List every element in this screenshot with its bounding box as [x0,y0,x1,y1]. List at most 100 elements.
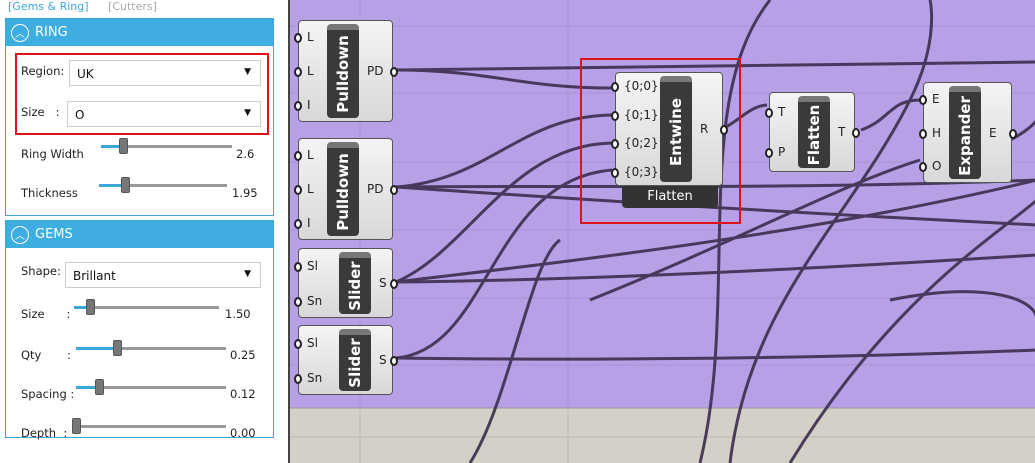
input-param: Sn [307,370,323,385]
input-grip[interactable] [294,296,302,307]
input-grip[interactable] [611,167,619,178]
wire [395,141,613,284]
wire [395,178,1035,284]
wires [395,0,1035,463]
gem-slider-value: 1.50 [225,307,251,321]
wire [468,238,561,463]
input-param: I [307,98,311,112]
gem-slider[interactable] [72,418,226,434]
component-nickname: Entwine [660,76,692,182]
gem-slider[interactable] [74,299,219,315]
gem-slider-label: Size : [21,307,71,321]
input-grip[interactable] [611,110,619,121]
input-param: {0;1} [624,107,659,122]
wire [395,253,1035,284]
input-grip[interactable] [294,219,302,229]
size-label: Size : [21,105,60,119]
component-nickname: Slider [339,252,371,314]
region-dropdown[interactable]: UK▼ [69,60,261,86]
output-param: R [700,122,709,136]
wire [723,103,768,130]
input-grip[interactable] [294,151,302,161]
output-grip[interactable] [1009,128,1017,139]
input-grip[interactable] [919,162,927,173]
input-param: L [307,64,314,78]
gems-header[interactable]: ︿ GEMS [6,221,273,248]
thickness-label: Thickness [21,186,78,200]
wire [788,199,1035,463]
collapse-icon[interactable]: ︿ [11,225,29,244]
input-param: Sl [307,258,318,273]
input-param: L [307,182,314,196]
thickness-slider[interactable] [99,177,227,193]
component-nickname: Flatten [798,96,830,168]
input-grip[interactable] [294,261,302,272]
input-grip[interactable] [294,67,302,77]
output-param: PD [367,64,384,78]
input-grip[interactable] [294,101,302,111]
ring-width-value: 2.6 [236,147,255,161]
input-param: T [778,105,786,119]
chevron-down-icon: ▼ [244,269,251,279]
output-param: T [838,125,846,139]
input-grip[interactable] [294,338,302,349]
shape-dropdown[interactable]: Brillant▼ [65,262,261,288]
gem-slider[interactable] [76,379,226,395]
output-grip[interactable] [390,279,398,289]
component-nickname: Slider [339,329,371,391]
size-dropdown[interactable]: O▼ [67,101,261,127]
ring-width-label: Ring Width [21,147,84,161]
input-param: {0;2} [624,136,659,151]
ring-highlight-box [15,53,269,135]
output-grip[interactable] [852,128,860,138]
wire [395,168,613,360]
region-label: Region: [21,64,65,78]
input-grip[interactable] [294,185,302,195]
size-value: O [75,108,85,122]
input-grip[interactable] [919,94,927,105]
output-grip[interactable] [390,185,398,195]
input-grip[interactable] [611,82,619,93]
input-grip[interactable] [765,108,773,118]
entwine-highlight-box [580,58,741,224]
input-grip[interactable] [294,33,302,43]
output-grip[interactable] [390,356,398,366]
input-param: O [932,159,942,174]
gem-slider[interactable] [76,340,226,356]
wire [395,348,1035,361]
ring-section: ︿ RING Region: UK▼ Size : O▼ Ring Width 2… [5,18,274,216]
input-grip[interactable] [294,373,302,384]
ring-width-slider[interactable] [101,138,232,154]
flatten-tag[interactable]: Flatten [622,186,718,208]
input-grip[interactable] [611,139,619,150]
input-grip[interactable] [919,128,927,139]
wire [395,113,613,189]
tab-cutters[interactable]: [Cutters] [108,0,157,13]
input-param: L [307,148,314,162]
region-value: UK [77,67,94,81]
output-grip[interactable] [390,67,398,77]
input-param: E [932,91,940,106]
collapse-icon[interactable]: ︿ [11,23,29,42]
ring-title: RING [35,25,68,40]
gem-slider-value: 0.12 [230,387,256,401]
gem-slider-label: Spacing : [21,387,75,401]
output-param: PD [367,182,384,196]
output-grip[interactable] [720,125,728,135]
tab-gems-ring[interactable]: [Gems & Ring] [8,0,89,13]
thickness-value: 1.95 [232,186,258,200]
output-param: E [989,125,997,140]
input-grip[interactable] [765,148,773,158]
ring-header[interactable]: ︿ RING [6,19,273,46]
input-param: I [307,216,311,230]
wire [589,158,921,302]
gems-title: GEMS [35,227,73,242]
